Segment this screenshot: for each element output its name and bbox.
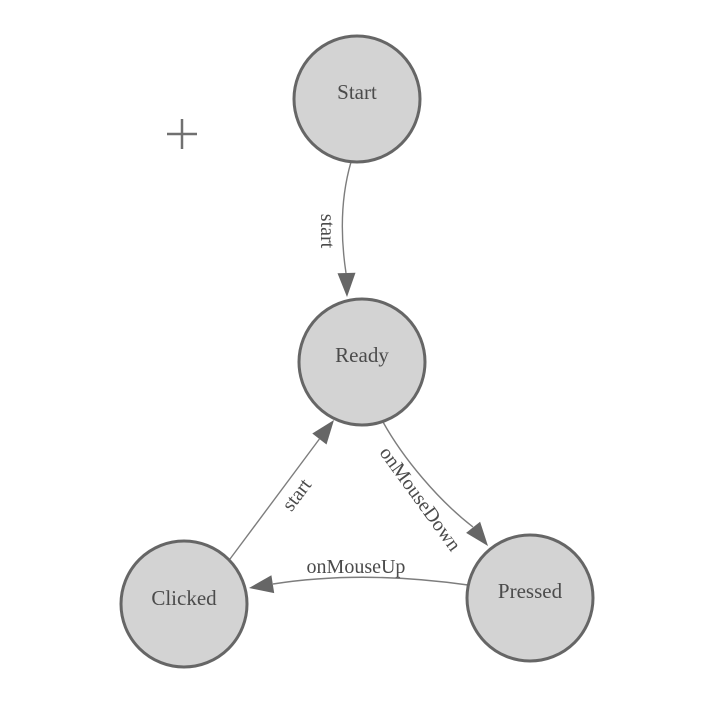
node-pressed[interactable]: Pressed	[465, 533, 595, 663]
edge-label-onmousedown: onMouseDown	[375, 443, 465, 556]
edge-start-to-ready[interactable]: start	[316, 161, 356, 297]
node-ready-circle[interactable]	[297, 297, 427, 427]
edge-start-to-ready-line[interactable]	[341, 161, 352, 274]
edge-label-onmouseup: onMouseUp	[307, 556, 406, 578]
arrowhead-icon	[466, 521, 488, 546]
node-start[interactable]: Start	[292, 34, 422, 164]
edge-label-start: start	[316, 214, 338, 249]
edge-pressed-to-clicked-line[interactable]	[272, 576, 469, 586]
node-start-label: Start	[337, 80, 377, 104]
edge-clicked-to-ready-line[interactable]	[229, 438, 320, 560]
node-pressed-label: Pressed	[498, 579, 563, 603]
crosshair-icon	[167, 119, 197, 149]
node-ready[interactable]: Ready	[297, 297, 427, 427]
node-pressed-circle[interactable]	[465, 533, 595, 663]
edge-pressed-to-clicked[interactable]: onMouseUp	[249, 556, 469, 594]
node-start-circle[interactable]	[292, 34, 422, 164]
node-clicked[interactable]: Clicked	[119, 539, 249, 669]
node-clicked-label: Clicked	[151, 586, 217, 610]
node-clicked-circle[interactable]	[119, 539, 249, 669]
arrowhead-icon	[249, 575, 275, 594]
node-ready-label: Ready	[335, 343, 389, 367]
edge-clicked-to-ready[interactable]: start	[229, 420, 334, 560]
arrowhead-icon	[312, 420, 334, 445]
edge-label-start: start	[278, 474, 317, 515]
edge-ready-to-pressed-line[interactable]	[382, 421, 474, 528]
edge-ready-to-pressed[interactable]: onMouseDown	[375, 421, 488, 556]
arrowhead-icon	[337, 272, 356, 297]
